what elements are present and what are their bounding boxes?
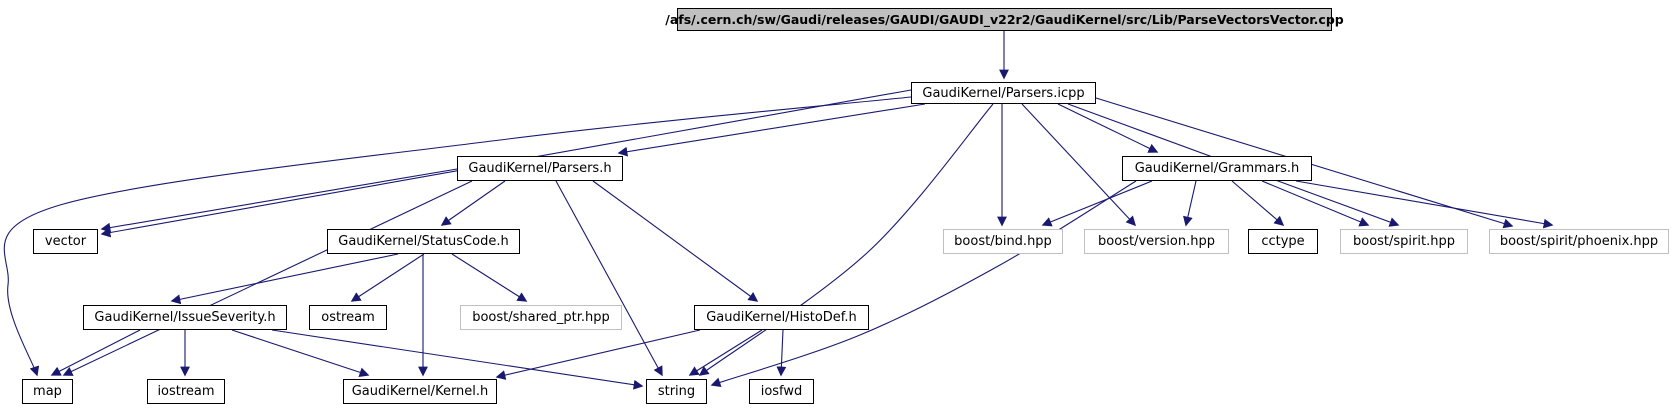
edge-parsers-h-to-vector <box>100 168 458 233</box>
node-root: /afs/.cern.ch/sw/Gaudi/releases/GAUDI/GA… <box>665 8 1344 31</box>
edge-grammars-h-to-bind-hpp <box>1041 180 1153 227</box>
edge-grammars-h-to-spirit-hpp <box>1261 180 1370 227</box>
node-phoenix-hpp: boost/spirit/phoenix.hpp <box>1489 229 1669 254</box>
edge-histodef-h-to-iosfwd <box>776 329 787 377</box>
node-string[interactable]: string <box>646 379 707 404</box>
node-kernel-h[interactable]: GaudiKernel/Kernel.h <box>343 379 497 404</box>
node-map[interactable]: map <box>22 379 73 404</box>
node-histodef-h[interactable]: GaudiKernel/HistoDef.h <box>694 305 869 330</box>
edge-statuscode-h-to-shared-ptr-hpp <box>451 253 528 302</box>
edge-histodef-h-to-string <box>688 329 763 376</box>
edge-grammars-h-to-cctype <box>1231 180 1285 226</box>
node-parsers-h[interactable]: GaudiKernel/Parsers.h <box>457 156 623 181</box>
edge-parsers-h-to-string <box>555 180 663 377</box>
edge-grammars-h-to-string <box>710 180 1137 387</box>
node-spirit-hpp: boost/spirit.hpp <box>1340 229 1468 254</box>
node-bind-hpp: boost/bind.hpp <box>943 229 1063 254</box>
node-ostream[interactable]: ostream <box>309 305 387 330</box>
edge-parsers-icpp-to-string <box>698 103 994 376</box>
edge-issueseverity-h-to-string <box>271 329 644 390</box>
edge-parsers-icpp-to-parsers-h <box>617 103 926 157</box>
node-statuscode-h[interactable]: GaudiKernel/StatusCode.h <box>327 229 520 254</box>
edge-issueseverity-h-to-kernel-h <box>231 329 370 378</box>
edge-grammars-h-to-version-hpp <box>1183 180 1197 227</box>
node-iosfwd[interactable]: iosfwd <box>749 379 814 404</box>
node-version-hpp: boost/version.hpp <box>1084 229 1229 254</box>
node-vector[interactable]: vector <box>33 229 98 254</box>
edge-issueseverity-h-to-map <box>50 329 141 376</box>
node-shared-ptr-hpp: boost/shared_ptr.hpp <box>460 305 622 330</box>
node-grammars-h[interactable]: GaudiKernel/Grammars.h <box>1122 156 1312 181</box>
edge-parsers-icpp-to-version-hpp <box>1021 103 1137 227</box>
edge-grammars-h-to-phoenix-hpp <box>1295 180 1554 229</box>
node-issueseverity-h[interactable]: GaudiKernel/IssueSeverity.h <box>83 305 287 330</box>
edge-parsers-h-to-map <box>62 180 473 376</box>
node-cctype[interactable]: cctype <box>1248 229 1318 254</box>
edge-histodef-h-to-kernel-h <box>495 329 701 380</box>
edge-parsers-h-to-statuscode-h <box>440 180 506 226</box>
edge-statuscode-h-to-issueseverity-h <box>170 253 399 305</box>
edge-statuscode-h-to-ostream <box>350 253 425 302</box>
node-parsers-icpp[interactable]: GaudiKernel/Parsers.icpp <box>911 82 1096 104</box>
edge-parsers-h-to-histodef-h <box>592 180 759 302</box>
node-iostream[interactable]: iostream <box>147 379 225 404</box>
edge-parsers-icpp-to-map <box>3 96 912 377</box>
edge-parsers-icpp-to-grammars-h <box>1057 103 1159 153</box>
